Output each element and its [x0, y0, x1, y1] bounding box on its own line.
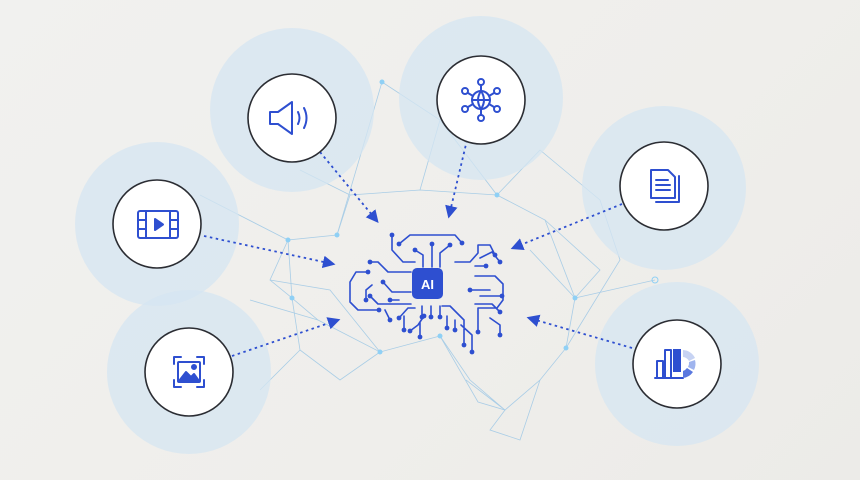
input-chart — [632, 319, 722, 409]
ai-chip — [412, 268, 443, 299]
chart-icon — [654, 349, 696, 379]
document-icon — [650, 169, 680, 203]
mesh-node — [379, 79, 385, 85]
input-document — [619, 141, 709, 231]
input-globe — [436, 55, 526, 145]
globe-network-icon — [461, 78, 501, 122]
speaker-icon — [269, 101, 308, 135]
video-icon — [137, 210, 179, 239]
ai-label: AI — [421, 277, 434, 292]
arrows — [203, 139, 633, 357]
brain-circuit-icon: AI — [349, 232, 505, 355]
input-image — [144, 327, 234, 417]
input-speaker — [247, 73, 337, 163]
image-icon — [173, 356, 205, 388]
input-video — [112, 179, 202, 269]
